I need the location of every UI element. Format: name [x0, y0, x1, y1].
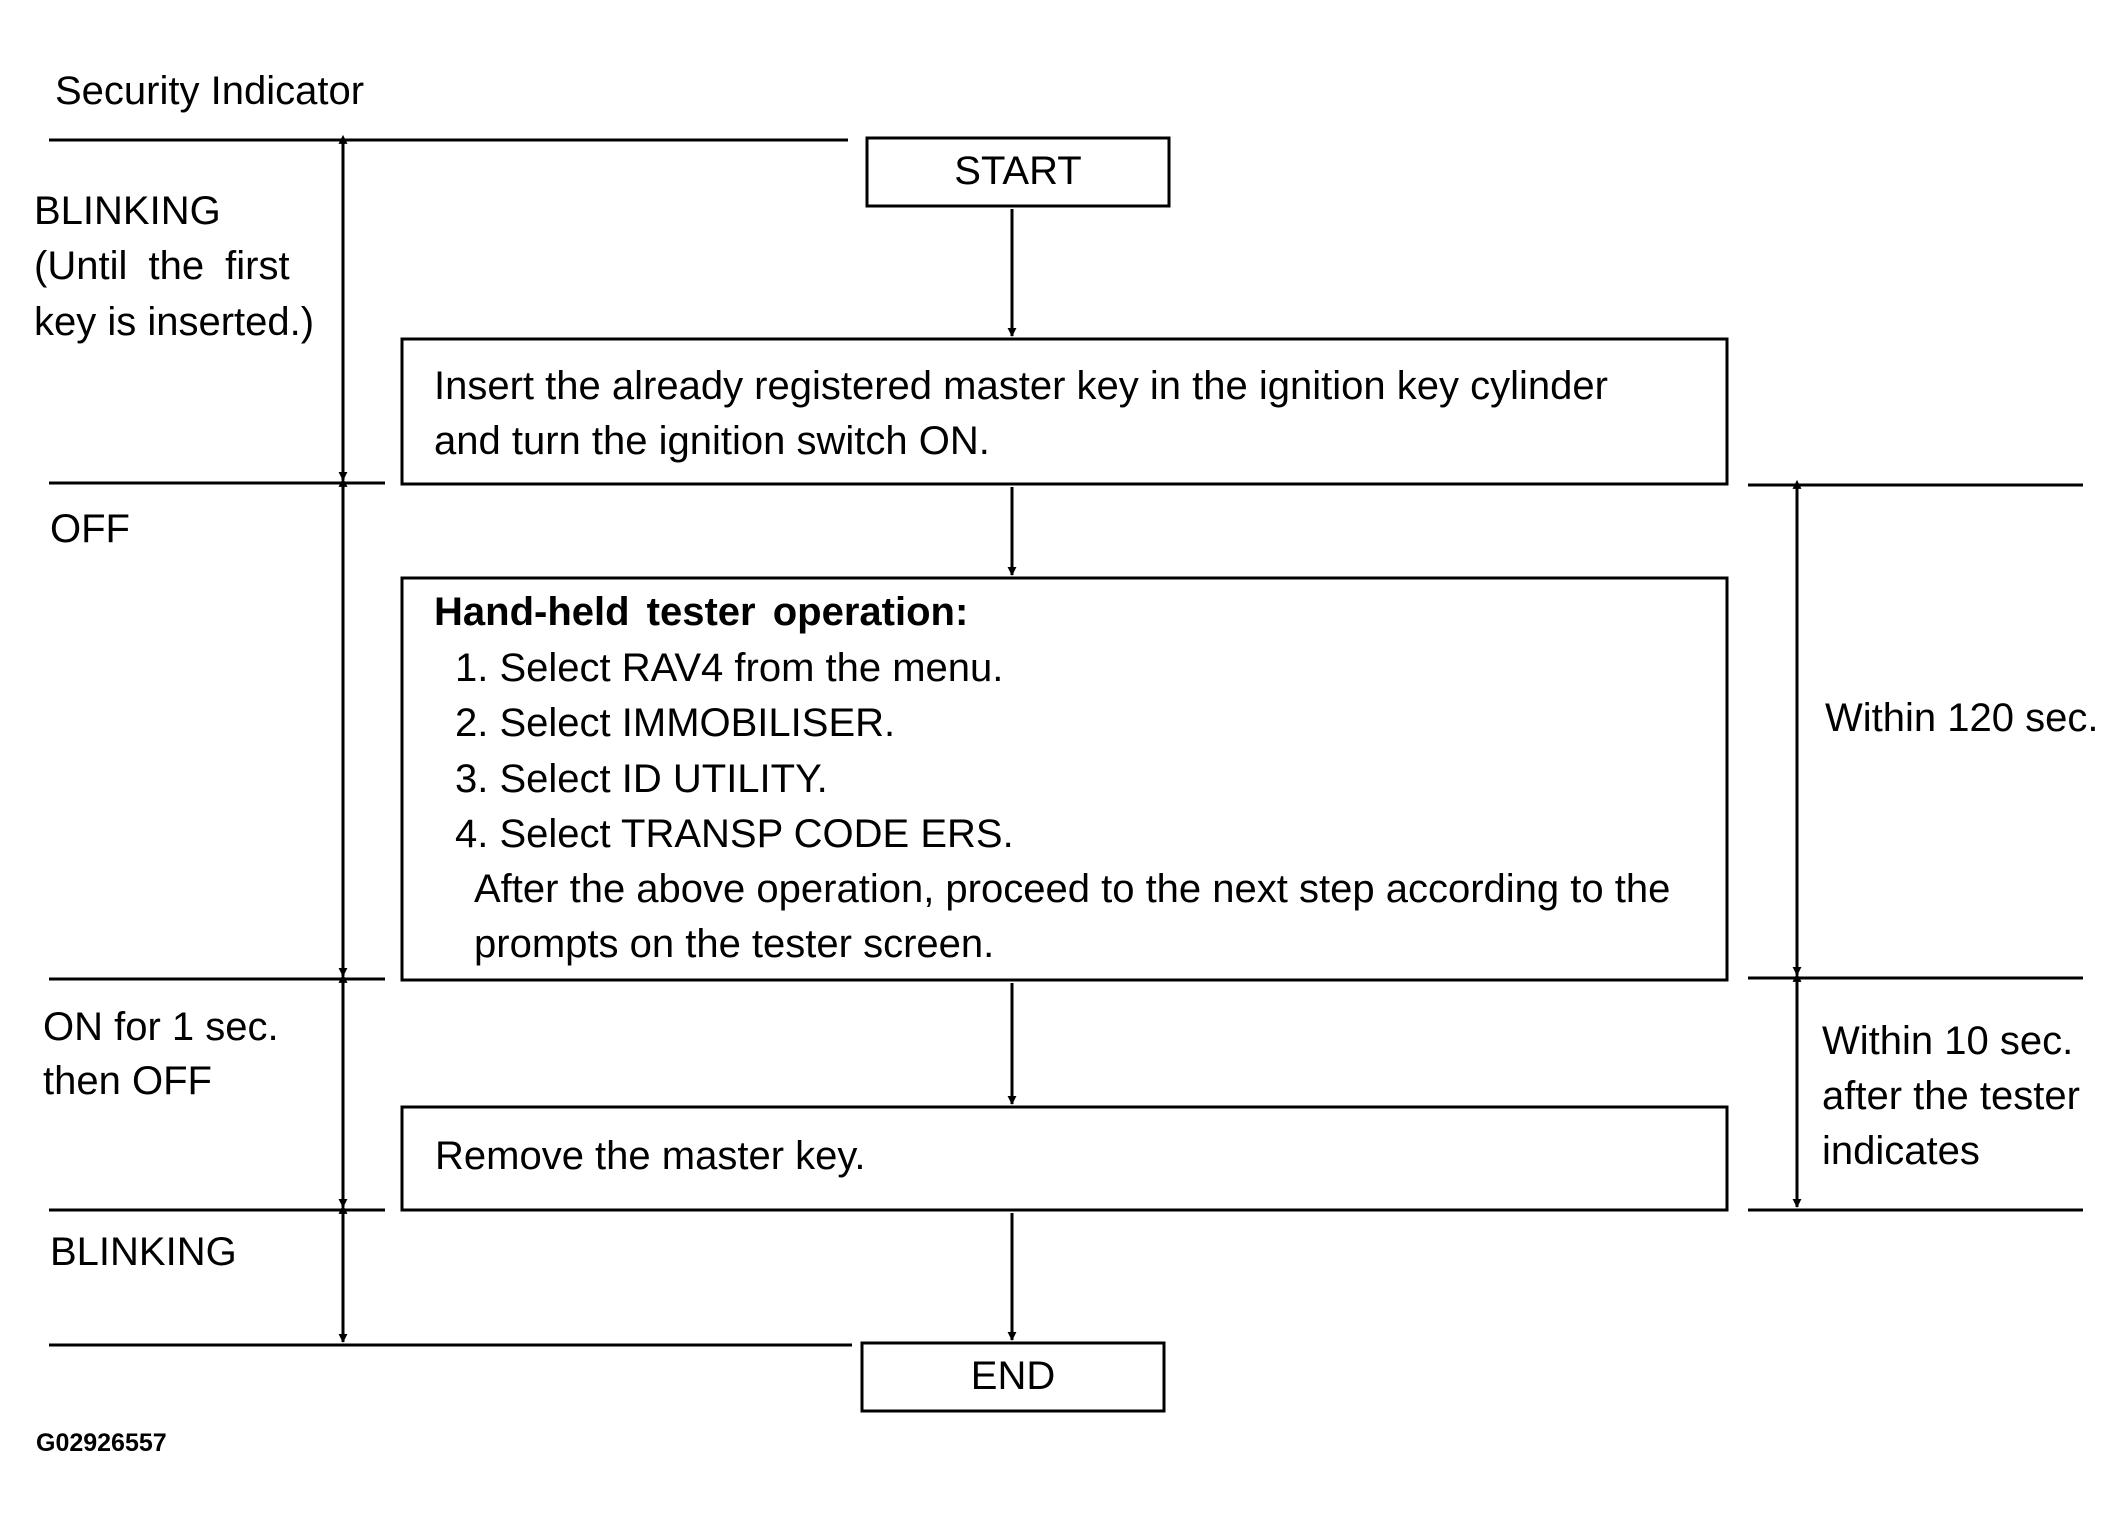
indicator-state-off: OFF: [50, 507, 130, 551]
step2-note-line2: prompts on the tester screen.: [474, 922, 995, 966]
step2-item-1: 1. Select RAV4 from the menu.: [455, 646, 1004, 690]
indicator-state-blinking-first-line2: (Until the first: [34, 244, 290, 288]
start-box: [865, 136, 1171, 208]
end-box: [860, 1341, 1166, 1413]
end-label: END: [970, 1354, 1056, 1398]
timing-within-10-line3: indicates: [1822, 1129, 1980, 1173]
indicator-state-blinking-first-line1: BLINKING: [34, 189, 221, 233]
step2-heading: Hand-held tester operation:: [434, 590, 969, 634]
step1-text-line2: and turn the ignition switch ON.: [434, 419, 990, 463]
indicator-state-on-then-off-line1: ON for 1 sec.: [43, 1005, 279, 1049]
security-indicator-title: Security Indicator: [55, 69, 365, 113]
timing-within-10-line1: Within 10 sec.: [1822, 1019, 2074, 1063]
step2-item-4: 4. Select TRANSP CODE ERS.: [455, 812, 1014, 856]
indicator-state-blinking-first-line3: key is inserted.): [34, 300, 315, 344]
step3-box: [400, 1105, 1729, 1212]
start-label: START: [954, 149, 1082, 193]
step2-note-line1: After the above operation, proceed to th…: [474, 867, 1671, 911]
step3-text: Remove the master key.: [435, 1134, 866, 1178]
step2-item-3: 3. Select ID UTILITY.: [455, 757, 828, 801]
step2-item-2: 2. Select IMMOBILISER.: [455, 701, 896, 745]
figure-code: G02926557: [36, 1429, 167, 1457]
timing-within-120: Within 120 sec.: [1825, 696, 2099, 740]
indicator-state-blinking-last: BLINKING: [50, 1230, 237, 1274]
step1-text-line1: Insert the already registered master key…: [434, 364, 1608, 408]
step2-box: [400, 576, 1729, 982]
indicator-state-on-then-off-line2: then OFF: [43, 1059, 212, 1103]
timing-within-10-line2: after the tester: [1822, 1074, 2080, 1118]
step1-box: [400, 337, 1729, 486]
